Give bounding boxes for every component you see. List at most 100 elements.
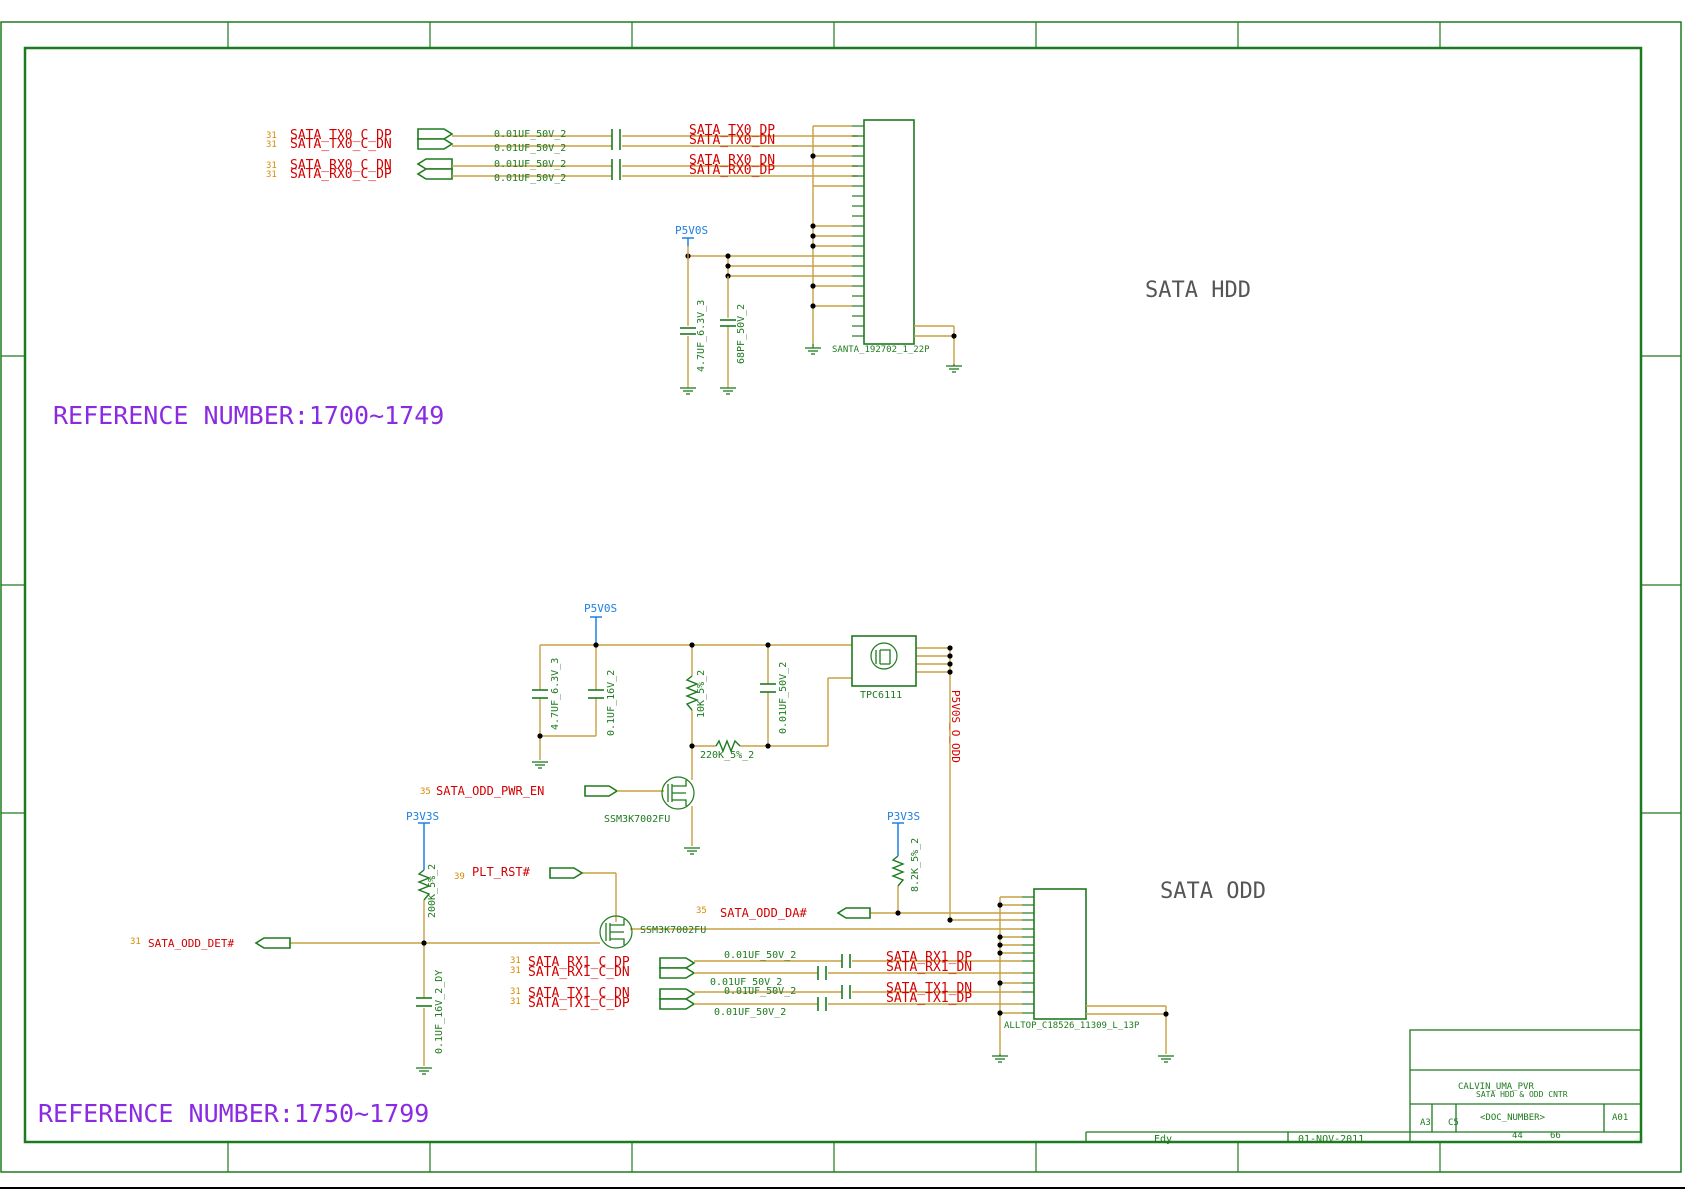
hdd-net-label-3: SATA_RX0_DP [689, 163, 775, 178]
odd-q1-label: SSM3K7002FU [604, 814, 670, 825]
odd-r1-symbol [685, 675, 699, 711]
odd-c4-ground [416, 1067, 432, 1075]
odd-det-page: 31 [130, 937, 141, 947]
odd-p3v3-right-symbol [892, 822, 904, 856]
hdd-connector-pins [852, 125, 864, 337]
odd-c2-label: 0.1UF_16V_2 [606, 670, 617, 736]
odd-section-title: SATA ODD [1160, 879, 1266, 904]
hdd-port-symbols [416, 128, 454, 180]
odd-c4-label: 0.1UF_16V_2_DY [434, 970, 445, 1054]
odd-series-caps [817, 954, 851, 1011]
odd-da-junction [895, 910, 901, 916]
hdd-page-ref-0: 31 [266, 131, 277, 141]
odd-port-label-0: SATA_RX1_C_DP [528, 955, 630, 970]
title-project: CALVIN_UMA_PVR [1458, 1082, 1534, 1092]
hdd-port-label-1: SATA_TX0_C_DN [290, 137, 392, 152]
hdd-power-symbol [682, 237, 694, 246]
hdd-ground-symbols [805, 344, 962, 373]
odd-c1-label: 4.7UF_6.3V_3 [550, 658, 561, 730]
odd-q1-ground [684, 847, 700, 855]
hdd-port-label-3: SATA_RX0_C_DP [290, 167, 392, 182]
odd-r4-label: 8.2K_5%_2 [910, 838, 921, 892]
odd-net-label-2: SATA_TX1_DN [886, 981, 972, 996]
title-size: A3 [1420, 1118, 1431, 1128]
title-date: 01-NOV-2011 [1298, 1134, 1364, 1145]
odd-page-ref-3: 31 [510, 997, 521, 1007]
hdd-connector [863, 119, 915, 345]
odd-port-label-2: SATA_TX1_C_DN [528, 986, 630, 1001]
hdd-cap-label-0: 0.01UF_50V_2 [494, 129, 566, 140]
odd-da-wires [870, 886, 1022, 914]
odd-r2-symbol [715, 739, 741, 753]
odd-supply-wires [539, 644, 1022, 921]
hdd-cap-grounds [680, 387, 736, 395]
odd-switched-net-label: P5V0S_O_ODD [949, 690, 962, 763]
odd-port-label-3: SATA_TX1_C_DP [528, 996, 630, 1011]
odd-det-wires [290, 872, 1022, 1066]
hdd-connector-label: SANTA_192702_1_22P [832, 345, 930, 355]
odd-r3-label: 200K_5%_2 [427, 864, 438, 918]
title-code: C5 [1448, 1118, 1459, 1128]
hdd-cap-label-3: 0.01UF_50V_2 [494, 173, 566, 184]
odd-da-page: 35 [696, 906, 707, 916]
odd-connector-grounds [992, 1054, 1174, 1063]
hdd-section: 31 31 31 31 SATA_TX0_C_DP SATA_TX0_C_DN … [53, 119, 1251, 430]
odd-det-port [254, 937, 291, 949]
reference-number-top: REFERENCE NUMBER:1700~1749 [53, 401, 444, 430]
odd-cap-label-3: 0.01UF_50V_2 [714, 1007, 786, 1018]
hdd-port-label-0: SATA_TX0_C_DP [290, 128, 392, 143]
odd-da-port [836, 907, 871, 919]
odd-connector-junctions [947, 902, 1169, 1017]
odd-port-label-1: SATA_RX1_C_DN [528, 965, 630, 980]
odd-connector-wires [999, 896, 1167, 1054]
odd-q1-icon [661, 776, 695, 810]
odd-connector-label: ALLTOP_C18526_11309_L_13P [1004, 1021, 1140, 1031]
odd-page-ref-0: 31 [510, 956, 521, 966]
hdd-power-label: P5V0S [675, 224, 708, 237]
hdd-section-title: SATA HDD [1145, 278, 1251, 303]
odd-q1-wires [617, 790, 693, 846]
odd-section: P5V0S [38, 602, 1266, 1128]
title-of: 66 [1550, 1131, 1561, 1141]
odd-supply-ground [532, 761, 548, 769]
title-edit-label: Edy [1154, 1134, 1172, 1145]
odd-page-ref-1: 31 [510, 966, 521, 976]
hdd-cap-label-1: 0.01UF_50V_2 [494, 143, 566, 154]
odd-det-label: SATA_ODD_DET# [148, 937, 234, 950]
odd-diff-wires [694, 960, 1022, 1005]
sheet-frame [0, 21, 1685, 1189]
odd-supply-caps [532, 683, 776, 699]
odd-c3-label: 0.01UF_50V_2 [778, 662, 789, 734]
odd-mosfet-p-icon [870, 642, 898, 670]
odd-plt-rst-port [549, 867, 584, 879]
odd-det-junction [421, 940, 427, 946]
odd-net-label-1: SATA_RX1_DN [886, 960, 972, 975]
hdd-net-label-2: SATA_RX0_DN [689, 153, 775, 168]
title-rev: A01 [1612, 1113, 1628, 1123]
odd-p3v3-right-label: P3V3S [887, 810, 920, 823]
reference-number-bottom: REFERENCE NUMBER:1750~1799 [38, 1099, 429, 1128]
title-sheet: 44 [1512, 1131, 1523, 1141]
odd-mosfet-p [851, 635, 917, 687]
odd-pwr-en-page: 35 [420, 787, 431, 797]
odd-cap-label-1: 0.01UF_50V_2 [710, 977, 782, 988]
title-sheet-title: SATA HDD & ODD CNTR [1476, 1090, 1568, 1099]
odd-r1-label: 10K_5%_2 [696, 670, 707, 718]
odd-supply-junctions [537, 642, 953, 749]
odd-plt-rst-label: PLT_RST# [472, 865, 531, 879]
odd-cap-label-0: 0.01UF_50V_2 [724, 950, 796, 961]
title-block: CALVIN_UMA_PVR SATA HDD & ODD CNTR A3 C5… [1085, 1029, 1642, 1145]
odd-cap-label-2: 0.01UF_50V_2 [724, 986, 796, 997]
odd-mosfet-p-label: TPC6111 [860, 690, 902, 701]
odd-r4-symbol [891, 855, 905, 887]
odd-power-label: P5V0S [584, 602, 617, 615]
odd-connector-pins [1022, 896, 1034, 1014]
odd-r2-label: 220K_5%_2 [700, 750, 754, 761]
hdd-diff-wires [452, 135, 858, 177]
odd-p3v3-left-symbol [418, 822, 430, 870]
odd-da-label: SATA_ODD_DA# [720, 906, 807, 920]
hdd-page-ref-1: 31 [266, 140, 277, 150]
odd-page-ref-2: 31 [510, 987, 521, 997]
hdd-page-ref-2: 31 [266, 161, 277, 171]
